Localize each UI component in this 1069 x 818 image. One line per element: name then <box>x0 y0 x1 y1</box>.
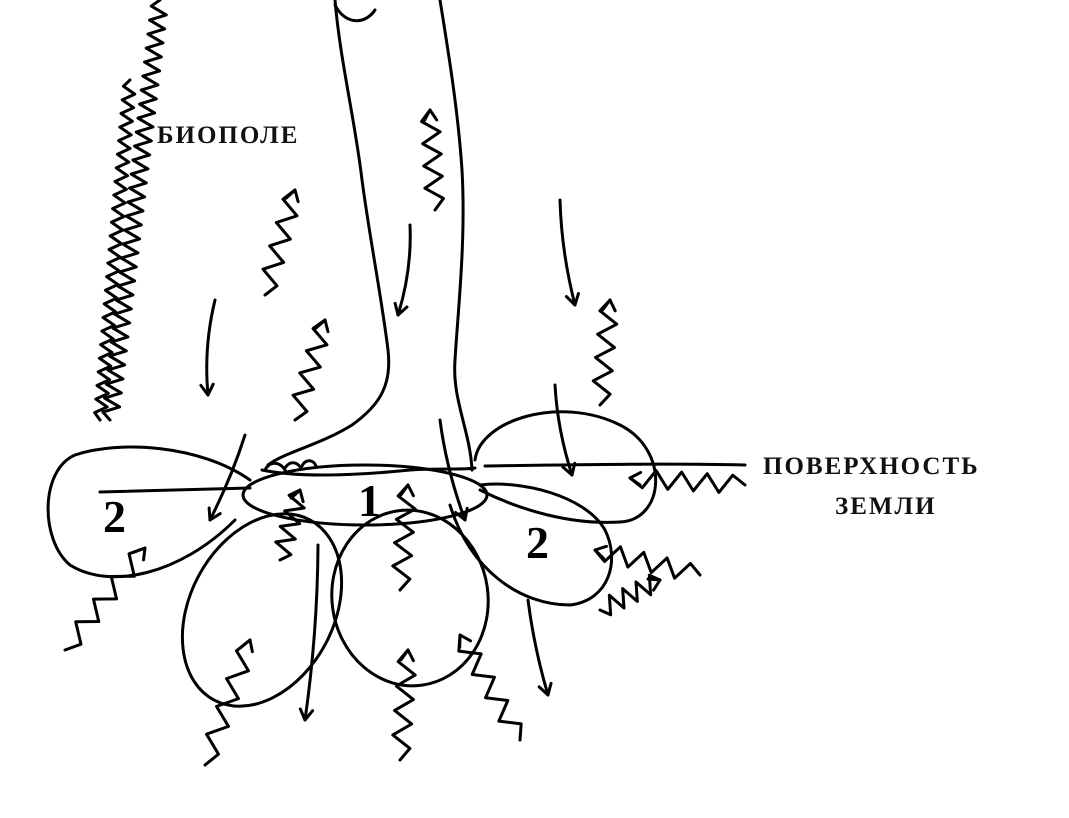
energy-wave-arrow-head <box>399 483 415 498</box>
biofield-wave <box>101 0 168 422</box>
leg-outline-right <box>438 0 474 472</box>
flow-arrow <box>438 418 467 522</box>
energy-wave-arrow-head <box>284 188 300 204</box>
flow-arrow-head <box>199 382 215 397</box>
energy-wave-arrow <box>63 546 147 652</box>
energy-wave-arrow-head <box>422 108 439 123</box>
energy-wave-arrow <box>628 469 747 494</box>
energy-wave-arrow <box>391 483 417 592</box>
ground-surface-label-line1: ПОВЕРХНОСТЬ <box>763 453 980 480</box>
energy-wave-arrow <box>291 318 329 422</box>
energy-wave-arrow-head <box>601 298 617 313</box>
energy-wave-arrow <box>591 298 619 407</box>
foot-outline <box>260 466 477 477</box>
flow-arrow <box>553 383 574 477</box>
flow-arrow-head <box>454 506 469 522</box>
energy-wave-arrow <box>593 545 702 580</box>
energy-wave-arrow <box>420 108 445 212</box>
toes <box>263 459 318 472</box>
flow-arrow-head <box>393 301 409 317</box>
energy-wave-arrow-head <box>628 470 643 487</box>
zone-lobe-left-2 <box>46 445 252 579</box>
energy-wave-arrow-head <box>314 318 330 334</box>
energy-wave-arrow-head <box>458 633 472 649</box>
zone-lobe-upper-right <box>473 410 658 524</box>
flow-arrow <box>396 223 412 317</box>
energy-wave-arrow-head <box>132 546 147 562</box>
energy-wave-arrow-head <box>289 488 305 504</box>
zone-lobe-right-2 <box>448 482 614 607</box>
flow-arrow <box>205 298 217 397</box>
energy-wave-arrow <box>598 573 662 617</box>
biofield-wave <box>93 78 137 422</box>
flow-arrow-head <box>537 681 553 697</box>
energy-wave-arrow-head <box>239 638 254 654</box>
flow-arrow-head <box>207 506 222 522</box>
leg-outline-left <box>266 0 391 467</box>
energy-wave-arrow-head <box>399 648 415 663</box>
energy-wave-arrow-head <box>646 577 662 592</box>
flow-arrow <box>303 543 320 722</box>
energy-wave-arrow <box>274 488 306 562</box>
flow-arrow <box>526 598 550 697</box>
zone-number-right-2: 2 <box>526 517 549 568</box>
flow-arrow <box>558 198 577 307</box>
biofield-label: БИОПОЛЕ <box>157 122 300 149</box>
energy-wave-arrow <box>457 633 523 742</box>
zone-number-1: 1 <box>358 475 381 526</box>
zone-number-left-2: 2 <box>103 491 126 542</box>
ground-surface-label-line2: ЗЕМЛИ <box>835 493 937 520</box>
flow-arrow-head <box>564 292 580 307</box>
energy-wave-arrow-head <box>593 544 608 560</box>
flow-arrow-head <box>561 461 577 477</box>
energy-wave-arrow <box>391 648 417 762</box>
flow-arrow-head <box>298 707 315 722</box>
energy-wave-arrow <box>203 638 252 767</box>
energy-wave-arrow <box>261 188 299 297</box>
flow-arrow <box>208 433 247 522</box>
knee-mark <box>333 3 377 23</box>
zone-lobe-lower-left <box>180 512 344 708</box>
zone-lobe-lower-center <box>330 508 490 688</box>
